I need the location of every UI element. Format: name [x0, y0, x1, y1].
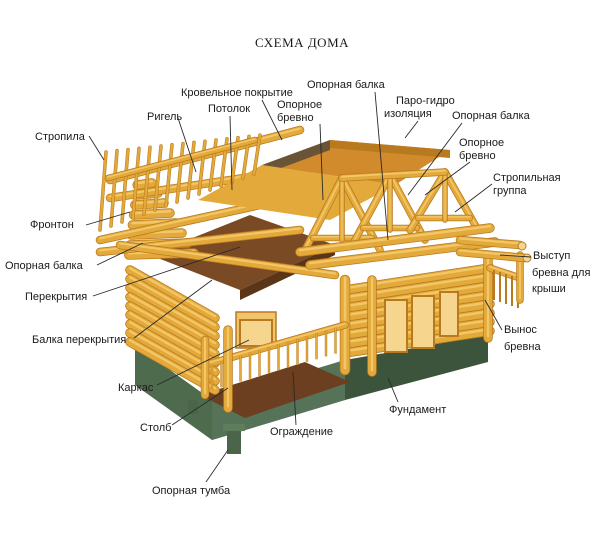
leader-opornoe-brevno-right	[424, 161, 471, 196]
label-balka-perekrytiya: Балка перекрытия	[32, 334, 126, 346]
railing-front	[200, 321, 349, 413]
label-stropilnaya-2: группа	[493, 185, 527, 197]
label-opornoe-brevno-right-2: бревно	[459, 150, 496, 162]
leader-lines	[85, 91, 532, 483]
house-illustration	[95, 125, 532, 454]
leader-potolok	[229, 115, 233, 191]
leader-opornaya-balka-top	[374, 91, 389, 241]
label-vynos-1: Вынос	[504, 324, 537, 336]
leader-vynos	[484, 299, 503, 331]
rafter-truss-group	[295, 168, 500, 270]
labels: Стропила Ригель Кровельное покрытие Пото…	[5, 79, 590, 497]
label-fundament: Фундамент	[389, 404, 446, 416]
label-paro-1: Паро-гидро	[396, 95, 455, 107]
label-opornaya-tumba: Опорная тумба	[152, 485, 231, 497]
label-ograzhdenie: Ограждение	[270, 426, 333, 438]
label-karkas: Каркас	[118, 382, 154, 394]
windows	[239, 291, 459, 353]
label-krovelnoe-pokrytie: Кровельное покрытие	[181, 87, 293, 99]
label-opornaya-balka-right: Опорная балка	[452, 110, 531, 122]
roof-log-protrusion	[455, 235, 532, 263]
label-stropila: Стропила	[35, 131, 86, 143]
leader-krovelnoe	[261, 99, 283, 141]
leader-vystup	[499, 254, 532, 258]
leader-rigel	[177, 117, 197, 173]
leader-opornaya-balka-right	[407, 122, 463, 196]
leader-stolb	[171, 387, 229, 426]
label-rigel: Ригель	[147, 111, 182, 123]
diagram-title: СХЕМА ДОМА	[255, 35, 349, 50]
label-potolok: Потолок	[208, 103, 250, 115]
label-vystup-3: крыши	[532, 283, 566, 295]
leader-karkas	[156, 339, 250, 386]
label-vynos-2: бревна	[504, 341, 541, 353]
leader-fundament	[387, 377, 399, 403]
label-opornoe-brevno-top-1: Опорное	[277, 99, 322, 111]
leader-stropilnaya	[454, 183, 493, 213]
leader-opornaya-tumba	[205, 449, 229, 483]
leader-opornaya-balka-left	[96, 242, 144, 266]
leader-perekrytiya	[92, 246, 241, 297]
label-opornoe-brevno-top-2: бревно	[277, 112, 314, 124]
label-vystup-1: Выступ	[533, 250, 570, 262]
label-opornoe-brevno-right-1: Опорное	[459, 137, 504, 149]
label-perekrytiya: Перекрытия	[25, 291, 87, 303]
label-vystup-2: бревна для	[532, 267, 590, 279]
railing-right	[486, 251, 524, 308]
leader-ograzhdenie	[292, 371, 297, 426]
label-paro-2: изоляция	[384, 108, 432, 120]
leader-balka-perekrytiya	[133, 279, 213, 339]
leader-paro	[404, 120, 419, 139]
leader-stropila	[88, 135, 105, 161]
label-stolb: Столб	[140, 422, 171, 434]
label-fronton: Фронтон	[30, 219, 74, 231]
leader-fronton	[85, 211, 131, 226]
label-stropilnaya-1: Стропильная	[493, 172, 561, 184]
label-opornaya-balka-left: Опорная балка	[5, 260, 84, 272]
leader-opornoe-brevno-top	[319, 123, 324, 201]
label-opornaya-balka-top: Опорная балка	[307, 79, 386, 91]
rafters	[98, 133, 262, 232]
terrace-floor	[200, 362, 350, 418]
support-pedestals	[188, 400, 245, 454]
